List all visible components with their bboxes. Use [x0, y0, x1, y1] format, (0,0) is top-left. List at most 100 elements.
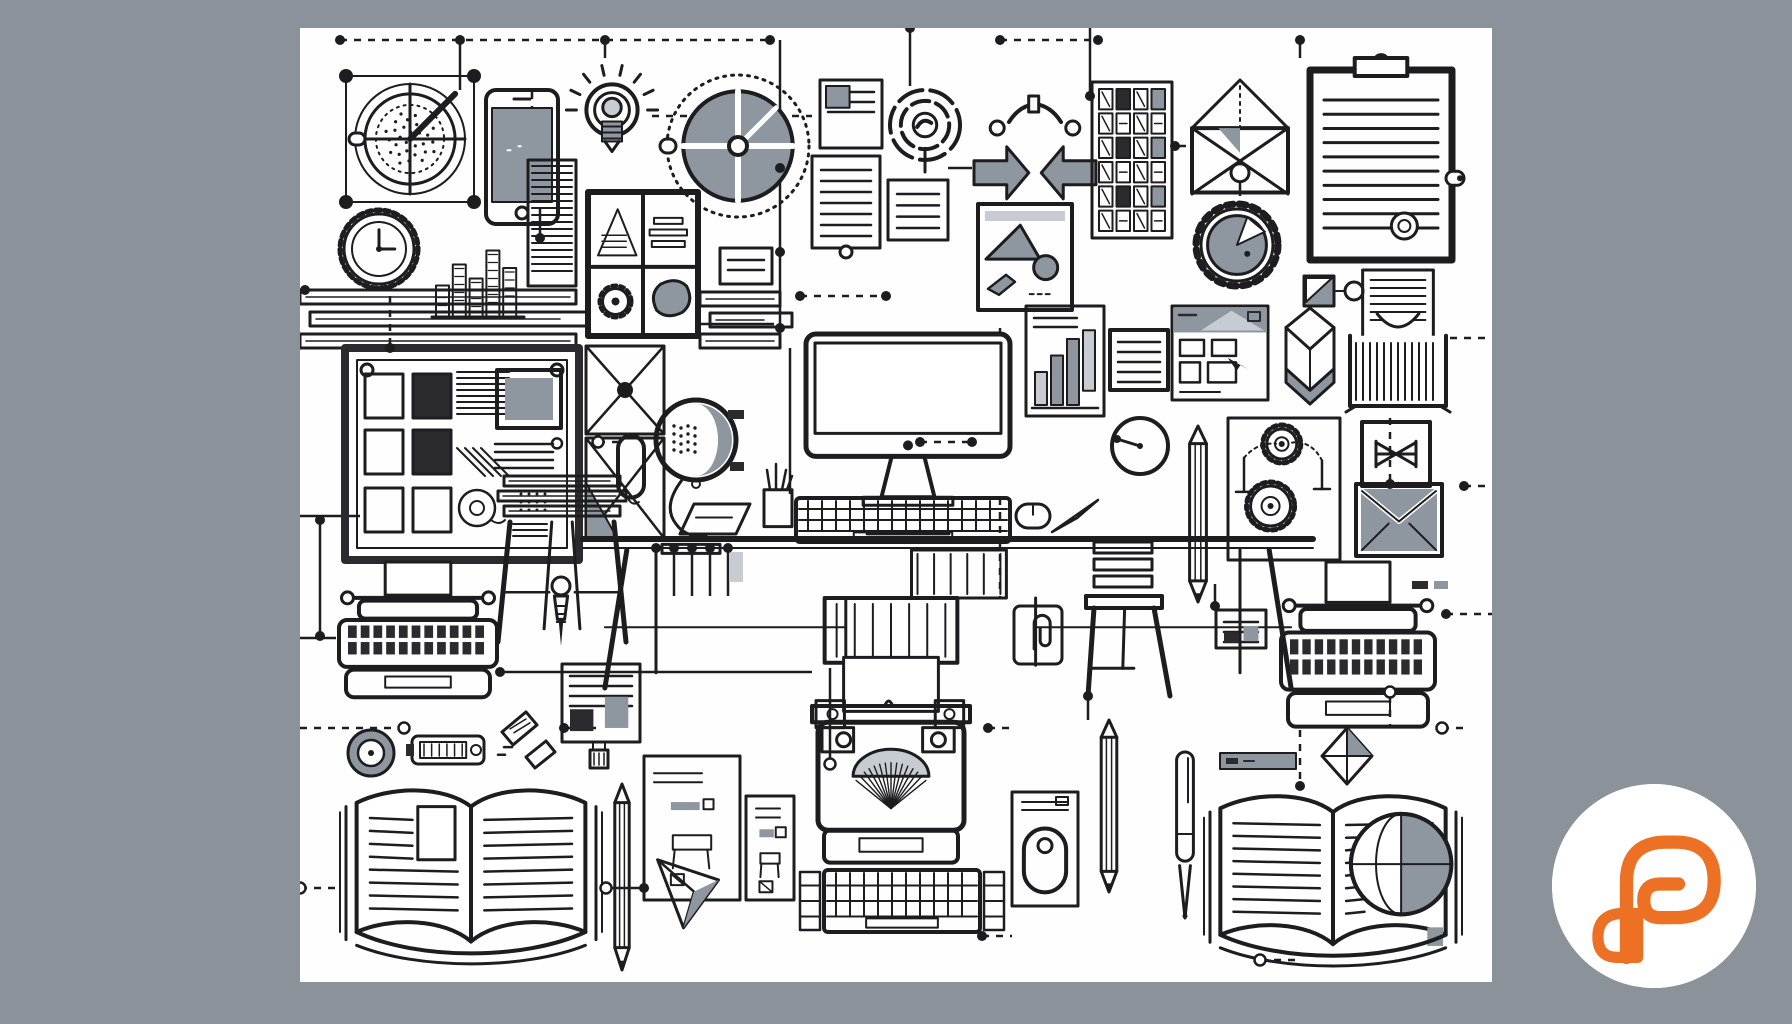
junction-dot — [1210, 601, 1220, 611]
junction-dot — [315, 515, 325, 525]
document-small — [886, 178, 950, 242]
shelf-stack-left — [300, 288, 590, 350]
junction-dot — [669, 543, 679, 553]
gray-doc-card — [560, 662, 642, 744]
gear-clock — [337, 207, 421, 291]
junction-dot — [687, 543, 697, 553]
gears-blueprint — [1226, 416, 1342, 562]
desktop-monitor — [803, 331, 1013, 536]
sketch-list-card — [642, 754, 742, 902]
prism-box — [1284, 306, 1336, 406]
junction-dot — [559, 723, 569, 733]
junction-dot — [775, 247, 785, 257]
junction-dot — [455, 35, 465, 45]
junction-dot — [967, 437, 977, 447]
icon-grid-panel — [1090, 80, 1174, 240]
fountain-pen — [1175, 750, 1195, 920]
vintage-keyboard — [798, 868, 1006, 934]
pencil-cup — [762, 462, 794, 529]
junction-ring — [599, 881, 613, 895]
usb-chip — [588, 741, 610, 770]
junction-dot — [300, 285, 310, 295]
junction-dot — [1441, 609, 1451, 619]
open-mail — [584, 436, 666, 540]
junction-dot — [335, 35, 345, 45]
junction-dot — [385, 343, 395, 353]
junction-dot — [795, 291, 805, 301]
striped-column — [526, 158, 578, 288]
doodle-art — [300, 28, 1492, 972]
junction-ring — [823, 757, 837, 771]
junction-dot — [651, 543, 661, 553]
junction-ring — [1435, 721, 1449, 735]
junction-dot — [600, 35, 610, 45]
typewriter-right — [1279, 560, 1437, 729]
junction-dot — [1459, 481, 1469, 491]
junction-dot — [535, 233, 545, 243]
paperclip-card — [1012, 604, 1064, 666]
junction-ring — [300, 881, 307, 895]
shelf-slab — [698, 290, 794, 350]
logo-p-glyph — [1592, 835, 1721, 965]
junction-dot — [881, 291, 891, 301]
brand-logo-badge — [1552, 784, 1756, 988]
tiny-sketch-card — [744, 794, 796, 902]
pie-chart-dial — [658, 73, 811, 219]
converging-arrows — [972, 94, 1098, 201]
letter-p-logo-icon — [1552, 784, 1756, 988]
junction-ring — [591, 435, 605, 449]
pencil-tall — [1099, 718, 1119, 894]
junction-dot — [983, 723, 993, 733]
bar-chart-sketch — [430, 249, 526, 319]
paper-plane-flat — [1050, 498, 1100, 534]
sketch-photo-card — [976, 202, 1074, 312]
framed-note — [718, 246, 774, 286]
pattern-envelope — [584, 344, 666, 436]
junction-dot — [995, 35, 1005, 45]
target-rings — [888, 88, 962, 174]
pencil-upright — [1188, 424, 1208, 604]
junction-dot — [723, 543, 733, 553]
open-envelope — [1190, 78, 1290, 196]
junction-dot — [775, 163, 785, 173]
stamp-card — [818, 78, 884, 150]
open-book-right — [1203, 794, 1463, 968]
junction-dot — [705, 543, 715, 553]
junction-ring — [1383, 685, 1397, 699]
junction-dot — [495, 667, 505, 677]
window-gears-panel — [585, 189, 701, 339]
doodle-canvas — [300, 28, 1492, 982]
chart-document — [1024, 304, 1106, 418]
smartphone — [484, 88, 560, 226]
open-book-left — [339, 788, 603, 966]
junction-dot — [915, 437, 925, 447]
folded-corner-tile — [1302, 274, 1365, 308]
binder-clips — [496, 710, 557, 770]
junction-dot — [1085, 91, 1095, 101]
gear-pie-chart — [1192, 200, 1282, 290]
junction-dot — [765, 35, 775, 45]
eraser-stamp — [406, 734, 486, 766]
junction-dot — [1093, 35, 1103, 45]
diamond-marker — [1320, 726, 1374, 786]
paper-tray — [1344, 268, 1452, 414]
document-lines — [810, 154, 882, 260]
clipboard-document — [1306, 53, 1466, 264]
browser-window — [1170, 304, 1270, 402]
compass-rosette — [339, 69, 481, 209]
desk-lamp-reel — [616, 397, 744, 555]
junction-ring — [397, 721, 411, 735]
junction-dot — [639, 883, 649, 893]
dial-gauge — [1110, 416, 1170, 476]
light-bulb — [564, 64, 660, 154]
toolbar-bar — [1219, 752, 1297, 770]
round-knob — [346, 728, 396, 778]
shuffle-card — [1360, 420, 1432, 488]
lined-note — [1108, 328, 1170, 392]
mouse-small — [1014, 502, 1052, 530]
junction-dot — [1295, 781, 1305, 791]
junction-dot — [775, 323, 785, 333]
gray-tile-note — [1214, 608, 1268, 650]
desk-keyboard — [794, 496, 1012, 544]
junction-dot — [977, 931, 987, 941]
